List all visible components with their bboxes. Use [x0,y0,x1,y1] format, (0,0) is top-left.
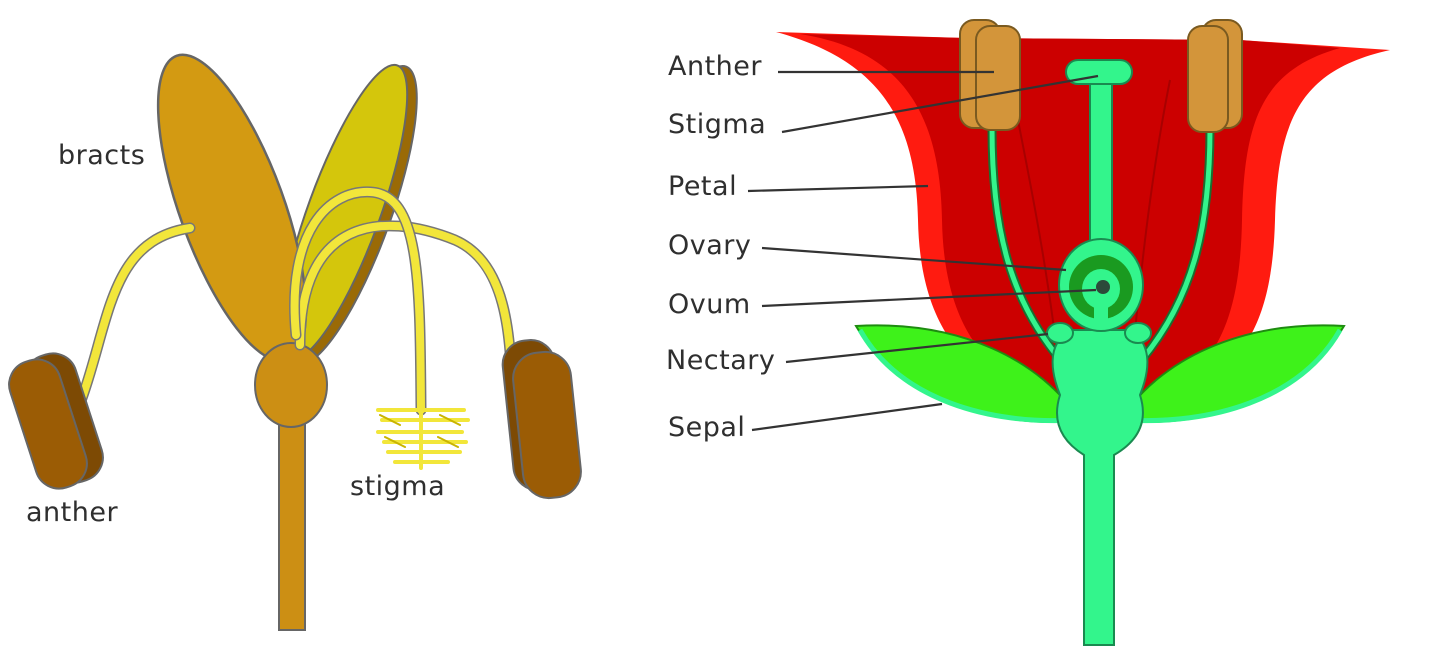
leader-ovary [761,246,1067,272]
right-wind-anther [501,339,582,500]
filament-left-core [989,127,1064,364]
label-ovary: Ovary [668,230,751,261]
left-wind-anther [8,352,104,490]
label-sepal: Sepal [668,412,745,443]
wind-flower-receptacle [254,342,328,428]
ovum [1096,280,1110,294]
leader-lines [747,70,1099,432]
filament-right-core [1138,127,1213,364]
insect-pollinated-flower: Anther Stigma Petal Ovary Ovum Nectary S… [666,19,1390,646]
wind-flower-stem [278,394,306,631]
receptacle-and-stalk [1051,329,1149,646]
leader-stigma [781,74,1099,134]
insect-anther-left [959,19,1021,131]
long-filaments [76,186,518,416]
sepal-right-edge [1124,328,1343,424]
ovary-gap [1094,298,1108,320]
label-wind-anther: anther [26,497,118,528]
leader-sepal [751,402,943,432]
sepal-left-edge [857,328,1076,424]
leader-petal [747,184,929,193]
insect-anther-right [1187,19,1243,133]
style [1089,77,1113,259]
label-ovum: Ovum [668,289,751,320]
label-petal: Petal [668,171,737,202]
label-anther: Anther [668,51,762,82]
leader-ovum [761,288,1097,308]
label-stigma: Stigma [668,109,766,140]
label-nectary: Nectary [666,345,775,376]
label-bracts: bracts [58,140,145,171]
wind-pollinated-flower: bracts anther stigma [8,53,582,631]
nectary-right [1124,322,1152,344]
label-wind-stigma: stigma [350,471,445,502]
nectary-left [1046,322,1074,344]
feathery-stigma [376,398,470,470]
leader-nectary [785,332,1049,364]
